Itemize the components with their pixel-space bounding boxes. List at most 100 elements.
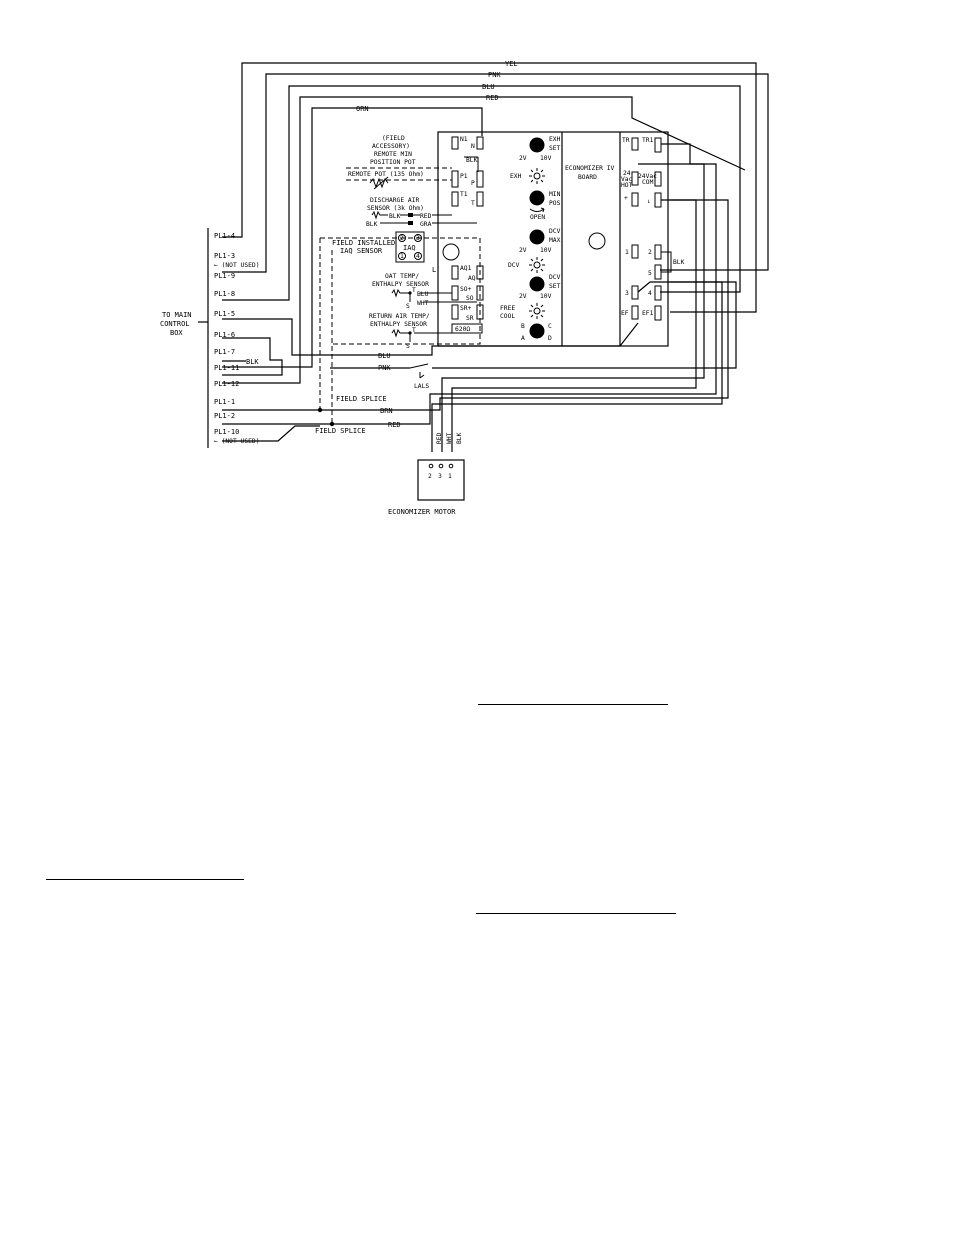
led-exh-label: EXH xyxy=(510,173,522,180)
led-dcv-label: DCV xyxy=(508,262,520,269)
motor-pin-1: 1 xyxy=(448,473,452,480)
oat-wht-label: WHT xyxy=(417,300,429,307)
main-box-label-2: CONTROL xyxy=(160,320,190,328)
term-t: T xyxy=(471,200,475,207)
plug-pl1-10: PL1-10 xyxy=(214,428,239,436)
board-label-2: BOARD xyxy=(578,174,597,181)
field-splice-label-1: FIELD SPLICE xyxy=(336,395,387,403)
plug-pl1-7: PL1-7 xyxy=(214,348,235,356)
term-3: 3 xyxy=(625,290,629,297)
motor-blk-label: BLK xyxy=(456,432,463,444)
divider-rule-2 xyxy=(46,879,244,880)
pot-a: A xyxy=(521,335,525,342)
term-24vac: 24Vac xyxy=(638,173,657,180)
pnk-label: PNK xyxy=(488,71,501,79)
term-vac: Vac xyxy=(621,176,633,183)
right-wires xyxy=(431,143,723,452)
board-knobs xyxy=(529,137,606,339)
blu-lower-label: BLU xyxy=(378,352,391,360)
remote-pot-label: REMOTE POT (135 Ohm) xyxy=(348,171,424,178)
term-so-plus: SO+ xyxy=(460,286,472,293)
discharge-air-sensor xyxy=(371,210,477,225)
board-mount-hole xyxy=(588,232,606,250)
pl1-7-blk-label: BLK xyxy=(246,358,259,366)
iaq-l-label: L xyxy=(432,266,436,274)
rat-label-1: RETURN AIR TEMP/ xyxy=(369,313,430,320)
economizer-motor-label: ECONOMIZER MOTOR xyxy=(388,508,456,516)
pl1-5-blu-wire xyxy=(222,318,639,356)
splice-dot-2 xyxy=(329,421,335,427)
pot-label-3: REMOTE MIN xyxy=(374,151,412,158)
plug-column xyxy=(198,228,209,448)
iaq-terminal-2: 2 xyxy=(400,235,404,242)
iaq-box-label-2: IAQ SENSOR xyxy=(340,247,383,255)
rat-pin-t: T xyxy=(412,327,416,334)
min-pos-knob xyxy=(529,190,545,206)
das-blk2-label: BLK xyxy=(366,221,378,228)
pot-exh-10v: 10V xyxy=(540,155,552,162)
main-box-label-1: TO MAIN xyxy=(162,311,192,319)
right-blk-label: BLK xyxy=(673,259,685,266)
resistor-label: 620Ω xyxy=(455,326,470,333)
term-sr: SR xyxy=(466,315,474,322)
plug-pl1-9: PL1-9 xyxy=(214,272,235,280)
dcv-set-knob xyxy=(529,276,545,292)
pnk-lower-label: PNK xyxy=(378,364,391,372)
orn-label: ORN xyxy=(356,105,369,113)
pot-dcv-max: MAX xyxy=(549,237,561,244)
iaq-box-label-1: FIELD INSTALLED xyxy=(332,239,395,247)
plug-pl1-6: PL1-6 xyxy=(214,331,235,339)
pl1-6-blk-jumper xyxy=(222,337,283,376)
das-red-label: RED xyxy=(420,213,432,220)
red-wire xyxy=(222,96,746,384)
rat-label-2: ENTHALPY SENSOR xyxy=(370,321,427,328)
blu-label: BLU xyxy=(482,83,495,91)
remote-pot-box xyxy=(346,156,479,190)
plug-pl1-2: PL1-2 xyxy=(214,412,235,420)
plug-pl1-12: PL1-12 xyxy=(214,380,239,388)
pot-exh-set: SET xyxy=(549,145,561,152)
pot-dcv: DCV xyxy=(549,228,561,235)
field-installed-box xyxy=(319,237,481,424)
board-label-1: ECONOMIZER IV xyxy=(565,165,614,172)
pl1-1-brn-wire xyxy=(222,199,729,411)
exh-set-knob xyxy=(529,137,545,153)
led-free-label: FREE xyxy=(500,305,515,312)
pot-min: MIN xyxy=(549,191,561,198)
term-4: 4 xyxy=(648,290,652,297)
oat-sensor xyxy=(391,288,477,303)
led-cool-label: COOL xyxy=(500,313,515,320)
yel-label: YEL xyxy=(505,60,518,68)
term-tr: TR xyxy=(622,137,630,144)
term-p1: P1 xyxy=(460,173,468,180)
led-dcv xyxy=(529,257,545,273)
oat-blu-label: BLU xyxy=(417,291,429,298)
term-hot: HOT xyxy=(621,182,633,189)
iaq-sensor xyxy=(395,231,425,263)
plug-pl1-8: PL1-8 xyxy=(214,290,235,298)
pl1-2-red-wire xyxy=(222,163,717,425)
pot-dcv-2v: 2V xyxy=(519,247,527,254)
das-blk-label: BLK xyxy=(389,213,401,220)
iaq-terminal-1: 1 xyxy=(400,253,404,260)
term-24: 24 xyxy=(623,170,631,177)
left-terminals xyxy=(451,136,484,320)
term-1: 1 xyxy=(625,249,629,256)
open-arrow xyxy=(529,207,545,213)
pl1-10-field-splice xyxy=(222,425,320,442)
das-label-2: SENSOR (3k Ohm) xyxy=(367,205,424,212)
plug-wires xyxy=(222,163,737,442)
term-ef: EF xyxy=(621,310,629,317)
field-splice-label-2: FIELD SPLICE xyxy=(315,427,366,435)
lals-label: LALS xyxy=(414,383,429,390)
term-minus: ↓ xyxy=(647,198,651,205)
brn-label: BRN xyxy=(380,407,393,415)
iaq-terminal-4: 4 xyxy=(416,253,420,260)
pot-set-10v: 10V xyxy=(540,293,552,300)
pot-c: C xyxy=(548,323,552,330)
pot-blk-label: BLK xyxy=(466,157,478,164)
term-n1: N1 xyxy=(460,136,468,143)
lals-switch xyxy=(409,363,429,379)
pot-b: B xyxy=(521,323,525,330)
